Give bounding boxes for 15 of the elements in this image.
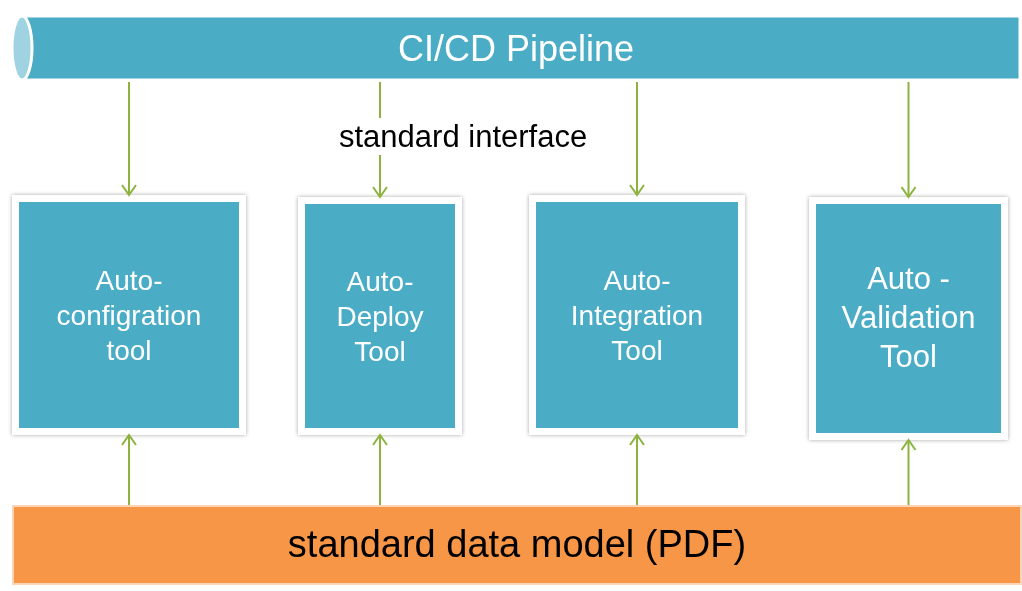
- arrow: [121, 81, 137, 196]
- arrow: [629, 81, 645, 196]
- node-label: Auto- configration tool: [55, 263, 203, 368]
- arrow: [121, 434, 137, 506]
- node-label: Auto- Deploy Tool: [335, 264, 425, 369]
- node-label: CI/CD Pipeline: [397, 26, 635, 71]
- arrow: [629, 434, 645, 506]
- arrow: [900, 439, 917, 506]
- node-label: standard data model (PDF): [287, 522, 747, 568]
- arrow: [900, 81, 917, 198]
- pipeline-cylinder: [10, 14, 1022, 82]
- data-model-bar: [12, 505, 1022, 585]
- arrow: [372, 434, 388, 506]
- node-label: Auto - Validation Tool: [840, 260, 977, 376]
- node-label: Auto- Integration Tool: [569, 263, 705, 368]
